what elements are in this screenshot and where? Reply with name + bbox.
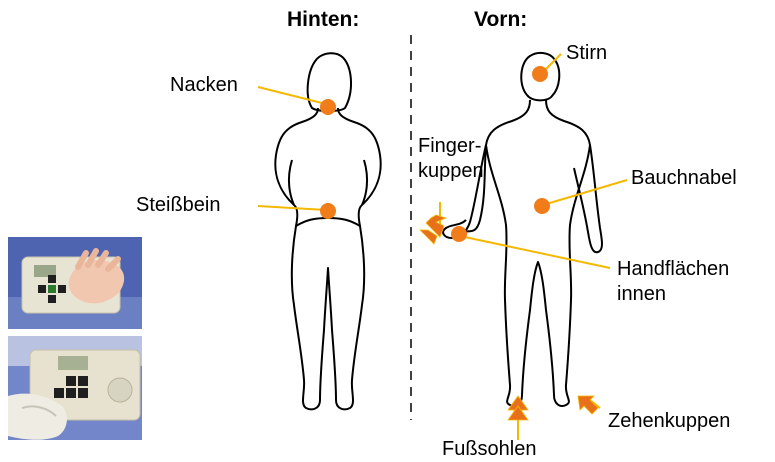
label-navel: Bauchnabel [631, 167, 737, 189]
leader-neck [258, 87, 326, 104]
marker-neck [320, 99, 336, 115]
label-soles: Fußsohlen [442, 438, 537, 460]
label-palms-line1: Handflächen [617, 258, 729, 280]
label-toes: Zehenkuppen [608, 410, 730, 432]
marker-tailbone [320, 203, 336, 219]
label-forehead: Stirn [566, 42, 607, 64]
marker-navel [534, 198, 550, 214]
leader-navel [543, 180, 627, 205]
label-tailbone: Steißbein [136, 194, 221, 216]
label-fingertips-line2: kuppen [418, 160, 484, 182]
marker-forehead [532, 66, 548, 82]
leader-tailbone [258, 206, 326, 210]
label-neck: Nacken [170, 74, 238, 96]
male-figure-outline [443, 53, 602, 406]
arrow-toes [578, 396, 598, 414]
foot-on-device-icon [8, 336, 142, 440]
label-fingertips-line1: Finger- [418, 135, 481, 157]
label-palms-line2: innen [617, 283, 666, 305]
device-hand-photo [8, 237, 142, 329]
marker-palm [451, 226, 467, 242]
hand-on-device-icon [8, 237, 142, 329]
device-foot-photo [8, 336, 142, 440]
leader-lines [258, 54, 627, 440]
leader-palms [460, 236, 610, 268]
